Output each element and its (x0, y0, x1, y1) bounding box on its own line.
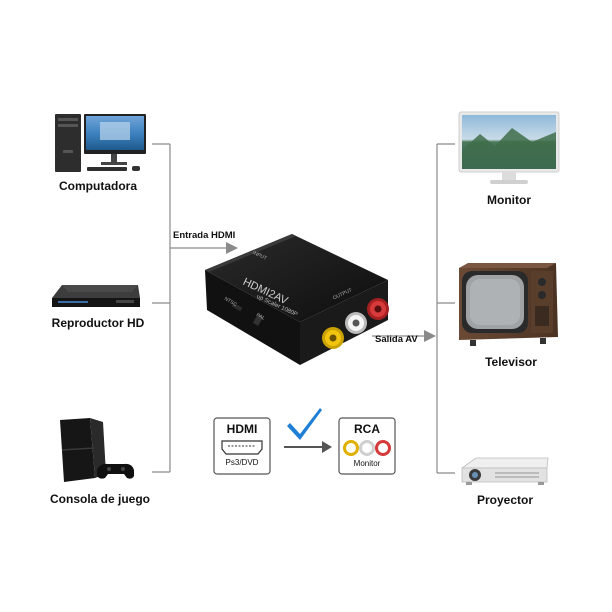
crt-tv-icon (459, 263, 558, 346)
hdmi-legend-sub: Ps3/DVD (225, 458, 259, 467)
source-label-computer: Computadora (59, 179, 137, 193)
rca-legend-box (338, 417, 396, 475)
legend-arrow (284, 441, 332, 453)
rca-port-yellow (322, 327, 344, 349)
hdmi-legend-title: HDMI (226, 422, 258, 436)
output-label-monitor: Monitor (487, 193, 531, 207)
source-label-hd-player: Reproductor HD (51, 316, 145, 330)
rca-port-white (345, 312, 367, 334)
right-connector (372, 143, 455, 474)
left-connector (152, 143, 228, 473)
rca-port-red (367, 298, 389, 320)
output-connection-label: Salida AV (375, 334, 418, 345)
rca-legend-sub: Monitor (353, 459, 381, 468)
input-arrow-head (226, 242, 238, 254)
input-connection-label: Entrada HDMI (173, 230, 236, 241)
monitor-icon (458, 111, 560, 184)
output-label-tv: Televisor (485, 355, 537, 369)
checkmark-icon (287, 408, 322, 440)
projector-icon (460, 457, 549, 485)
rca-legend-title: RCA (354, 422, 380, 436)
hdmi2av-converter (205, 234, 389, 365)
game-console-icon (60, 418, 134, 482)
source-label-console: Consola de juego (49, 492, 151, 506)
output-label-projector: Proyector (476, 493, 534, 507)
desktop-computer-icon (55, 114, 146, 172)
media-player-icon (52, 285, 140, 307)
hdmi-legend-box (213, 417, 271, 475)
output-arrow-head (424, 330, 436, 342)
